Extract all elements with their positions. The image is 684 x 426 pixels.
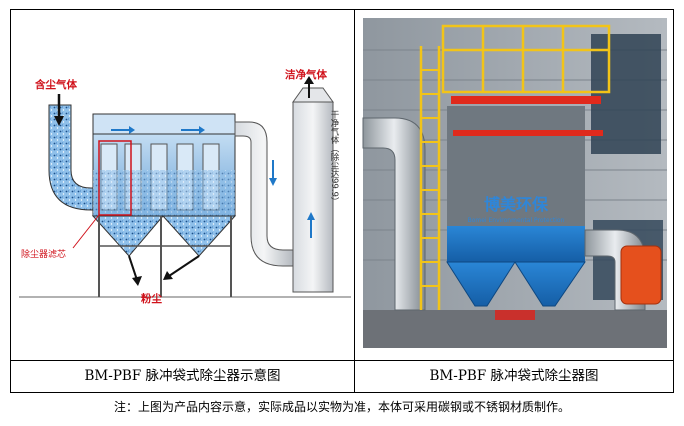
filter-leader-line [73, 215, 99, 248]
pulse-manifold [453, 130, 603, 136]
discharge-valve [495, 310, 535, 320]
dust-arrows [129, 256, 199, 286]
caption-right: BM-PBF 脉冲袋式除尘器图 [355, 361, 673, 392]
caption-left: BM-PBF 脉冲袋式除尘器示意图 [11, 361, 354, 392]
product-photo: 博美环保 Bomei Environmental Protection [355, 10, 673, 360]
schematic-svg: 含尘气体 洁净气体 除尘器滤芯 粉尘 干净气体（除尘达99.9） [11, 10, 354, 360]
clean-gas-label: 洁净气体 [285, 68, 327, 81]
figure-table: 含尘气体 洁净气体 除尘器滤芯 粉尘 干净气体（除尘达99.9） [10, 9, 674, 393]
outlet-duct [235, 88, 333, 292]
photo-svg: 博美环保 Bomei Environmental Protection [355, 10, 673, 360]
filter-label: 除尘器滤芯 [21, 248, 66, 260]
schematic-diagram: 含尘气体 洁净气体 除尘器滤芯 粉尘 干净气体（除尘达99.9） [11, 10, 354, 360]
collector-hopper-top [447, 226, 585, 262]
dry-clean-gas-label: 干净气体（除尘达99.9） [329, 110, 339, 205]
pulse-header [451, 96, 601, 104]
dust-label: 粉尘 [141, 292, 162, 305]
dusty-gas-label: 含尘气体 [35, 78, 77, 91]
brand-en: Bomei Environmental Protection [468, 217, 565, 224]
brand-cn: 博美环保 [484, 195, 549, 214]
fan-motor [621, 246, 661, 304]
footer-note: 注：上图为产品内容示意，实际成品以实物为准，本体可采用碳钢或不锈钢材质制作。 [0, 398, 684, 415]
